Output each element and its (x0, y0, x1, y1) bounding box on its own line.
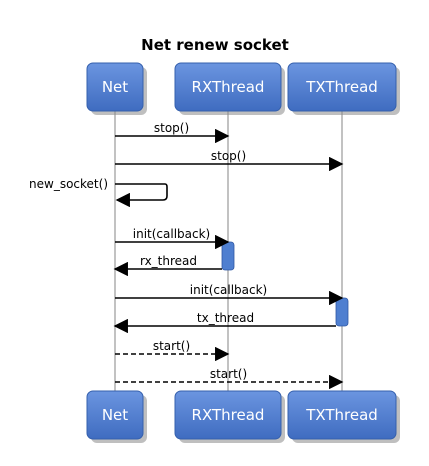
actor-label: Net (102, 406, 128, 424)
actor-rx-top: RXThread (174, 62, 285, 115)
actor-net-bottom: Net (86, 390, 147, 443)
actor-box (287, 62, 397, 112)
actor-label: RXThread (192, 78, 265, 96)
actor-label: Net (102, 78, 128, 96)
actor-net-top: Net (86, 62, 147, 115)
message-4: init(callback) (115, 227, 230, 250)
message-6: init(callback) (115, 283, 344, 306)
message-label: start() (153, 339, 190, 353)
actor-box (174, 390, 282, 440)
actor-tx-top: TXThread (287, 62, 400, 115)
actor-box (86, 390, 144, 440)
actor-box (287, 390, 397, 440)
actor-box (174, 62, 282, 112)
actors-bottom: Net RXThread TXThread (86, 390, 400, 443)
actor-label: TXThread (305, 406, 378, 424)
message-label: stop() (154, 121, 189, 135)
message-arrow (115, 183, 168, 208)
actor-label: RXThread (192, 406, 265, 424)
actor-tx-bottom: TXThread (287, 390, 400, 443)
message-label: new_socket() (29, 177, 108, 191)
message-label: rx_thread (140, 254, 197, 268)
message-label: init(callback) (190, 283, 267, 297)
messages: stop() stop() new_socket() init(callback) rx… (29, 121, 344, 390)
message-label: tx_thread (197, 311, 254, 325)
activation-bar-tx (335, 297, 349, 327)
actor-rx-bottom: RXThread (174, 390, 285, 443)
message-label: stop() (211, 149, 246, 163)
message-label: init(callback) (133, 227, 210, 241)
actor-label: TXThread (305, 78, 378, 96)
message-7: tx_thread (113, 311, 336, 334)
message-9: start() (115, 367, 344, 390)
actor-box (86, 62, 144, 112)
message-3: new_socket() (29, 177, 168, 208)
message-1: stop() (115, 121, 230, 144)
message-2: stop() (115, 149, 344, 172)
message-label: start() (210, 367, 247, 381)
message-8: start() (115, 339, 230, 362)
activation-bar-rx (221, 241, 235, 271)
message-5: rx_thread (113, 254, 222, 277)
diagram-title: Net renew socket (141, 36, 289, 54)
actors-top: Net RXThread TXThread (86, 62, 400, 115)
